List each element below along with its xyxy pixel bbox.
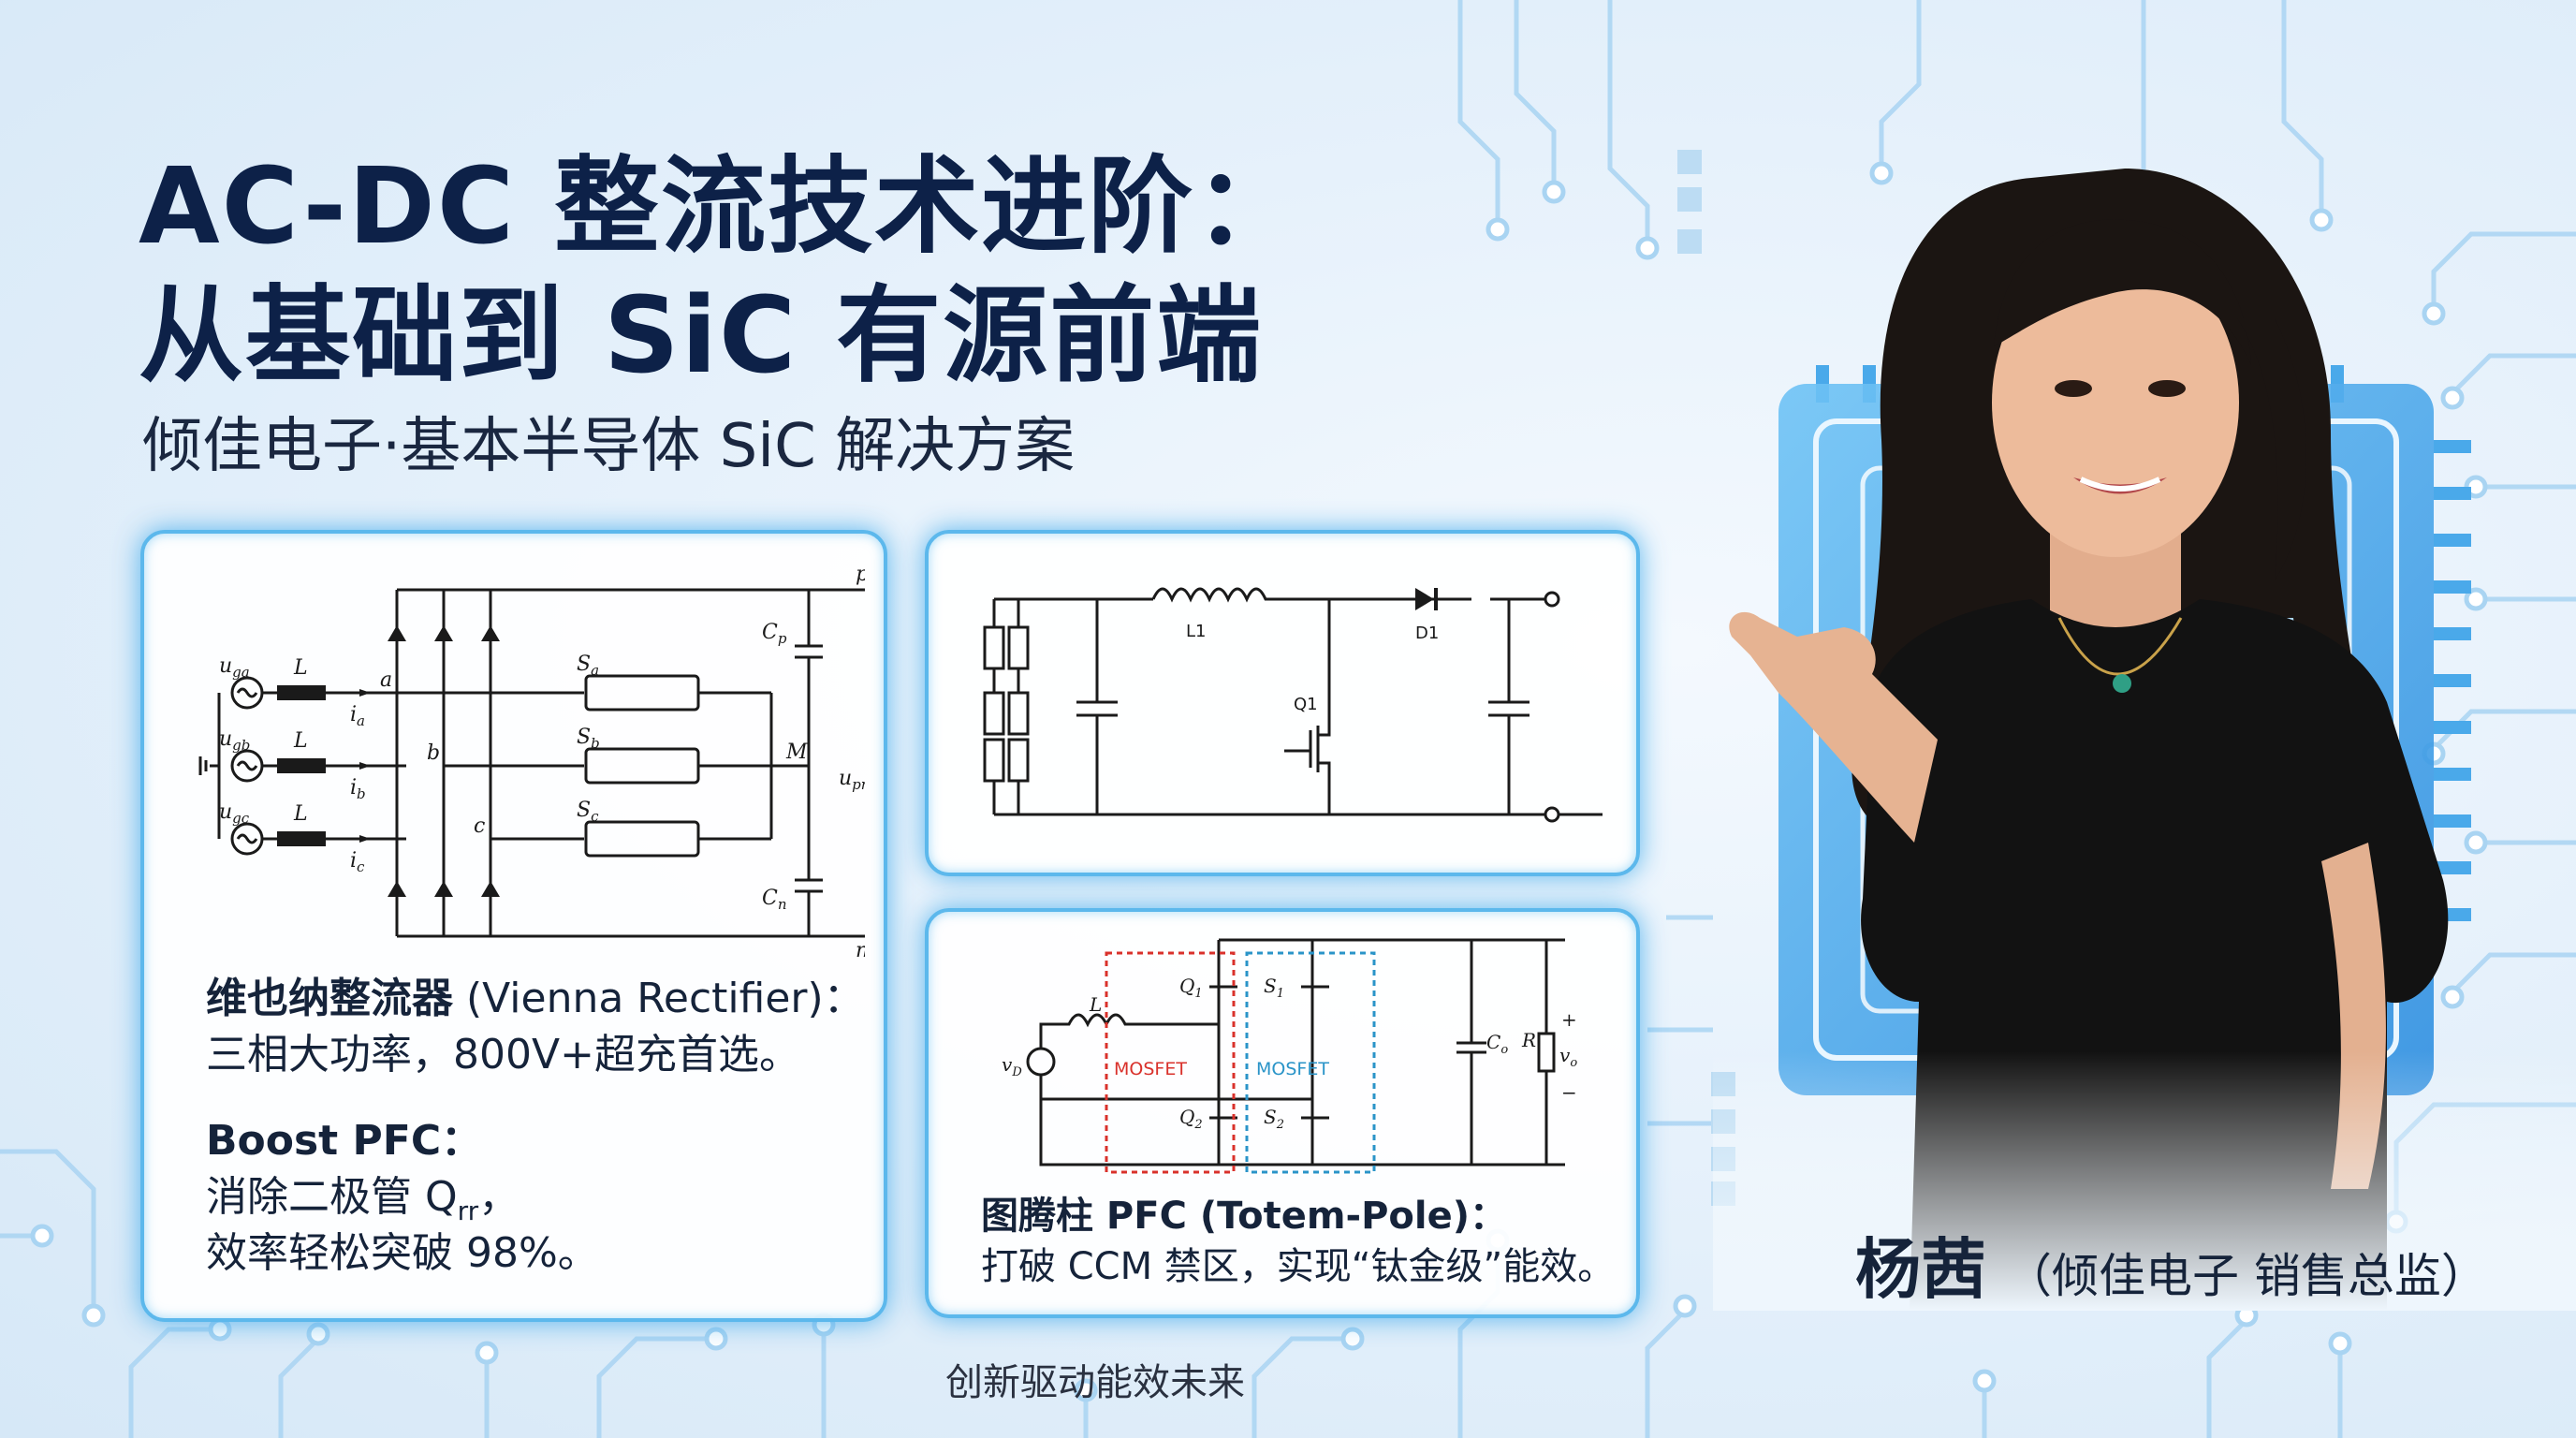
presenter-caption: 杨茜 （倾佳电子 销售总监） [1855,1217,2488,1312]
svg-text:−: − [1561,1081,1577,1104]
svg-text:Q1: Q1 [1294,695,1318,714]
svg-text:uga: uga [219,654,250,681]
svg-text:D1: D1 [1415,624,1439,643]
svg-text:L1: L1 [1186,622,1206,641]
svg-text:+: + [1561,1008,1577,1031]
svg-text:ugb: ugb [219,727,250,754]
svg-text:L: L [293,656,308,680]
svg-text:MOSFET: MOSFET [1256,1059,1329,1079]
vienna-rectifier-schematic: uga ugb ugc L L L ia ib ic a b c Sa Sb S… [198,563,865,962]
page-title-line-2: 从基础到 SiC 有源前端 [139,275,1264,397]
boost-pfc-card: L1 D1 Q1 [925,530,1640,876]
vienna-rectifier-card: uga ugb ugc L L L ia ib ic a b c Sa Sb S… [140,530,887,1322]
totem-pole-pfc-schematic: vD L Q1 Q2 S1 S2 Co R vo + − MOSFET MOSF… [1002,938,1577,1174]
svg-text:S1: S1 [1264,975,1284,1001]
svg-text:Sb: Sb [577,726,600,752]
svg-text:S2: S2 [1264,1106,1284,1132]
svg-text:upn: upn [839,767,865,793]
svg-text:ic: ic [350,849,365,875]
svg-text:MOSFET: MOSFET [1114,1059,1187,1079]
svg-text:ia: ia [350,703,365,729]
svg-text:Sc: Sc [577,799,599,825]
svg-text:Sa: Sa [577,653,599,679]
svg-text:L: L [293,802,308,826]
presenter-name: 杨茜 [1855,1231,1986,1308]
svg-text:M: M [785,741,808,764]
svg-text:R: R [1521,1029,1536,1051]
boost-pfc-heading: Boost PFC： [206,1117,483,1165]
vienna-heading: 维也纳整流器 (Vienna Rectifier)： [206,975,865,1022]
totem-pole-description: 打破 CCM 禁区，实现“钛金级”能效。 [981,1245,1616,1288]
presenter-photo [1713,131,2576,1311]
presenter-role: （倾佳电子 销售总监） [2005,1249,2488,1303]
svg-text:n: n [856,939,865,962]
svg-text:a: a [380,668,392,692]
svg-text:vo: vo [1559,1044,1577,1070]
boost-pfc-schematic: L1 D1 Q1 [983,587,1603,823]
svg-text:b: b [427,741,440,765]
svg-text:c: c [474,814,485,838]
subtitle: 倾佳电子·基本半导体 SiC 解决方案 [142,412,1076,481]
svg-text:Q2: Q2 [1179,1106,1203,1132]
svg-text:L: L [1089,993,1102,1016]
svg-text:Q1: Q1 [1179,975,1203,1001]
svg-text:p: p [856,563,865,586]
page-title-line-1: AC-DC 整流技术进阶： [139,146,1302,268]
totem-pole-pfc-card: vD L Q1 Q2 S1 S2 Co R vo + − MOSFET MOSF… [925,908,1640,1318]
boost-pfc-line-2: 效率轻松突破 98%。 [206,1229,599,1277]
svg-text:Cp: Cp [762,621,787,647]
svg-text:ib: ib [350,776,366,802]
svg-text:Co: Co [1486,1031,1508,1057]
vienna-description: 三相大功率，800V+超充首选。 [206,1031,800,1078]
svg-text:Cn: Cn [762,887,787,913]
footer-slogan: 创新驱动能效未来 [945,1361,1245,1404]
svg-text:L: L [293,729,308,753]
svg-text:vD: vD [1002,1053,1022,1079]
totem-pole-heading: 图腾柱 PFC (Totem-Pole)： [981,1195,1508,1238]
svg-text:ugc: ugc [219,800,250,827]
boost-pfc-line-1: 消除二极管 Qrr， [206,1173,520,1226]
